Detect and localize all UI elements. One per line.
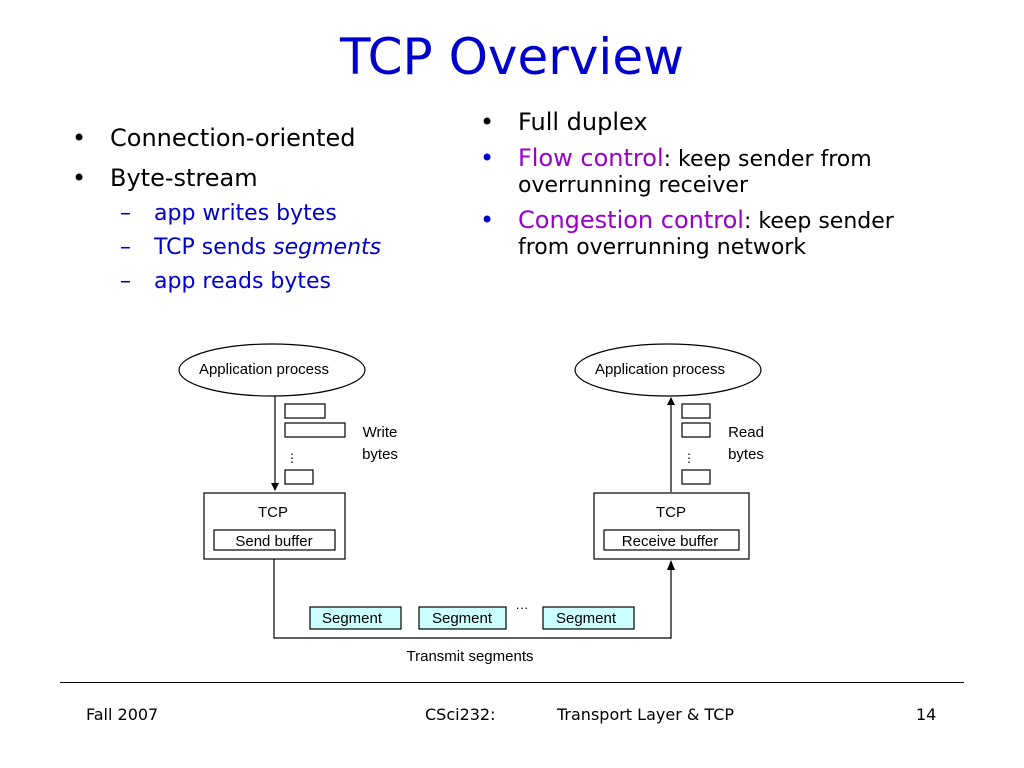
segment-ellipsis: ··· [516, 600, 529, 615]
write-vertical-ellipsis: ⋮ [286, 451, 298, 465]
bullet-text: Byte-stream [110, 164, 258, 192]
footer-page-number: 14 [916, 705, 937, 724]
left-tcp-label: TCP [258, 504, 288, 521]
send-buffer-label: Send buffer [235, 533, 312, 550]
write-byte-box [284, 422, 346, 438]
congestion-control-desc: : keep sender [743, 209, 894, 234]
transmit-arrowhead [667, 560, 675, 570]
congestion-control-term: Congestion control [518, 206, 744, 234]
flow-control-desc: : keep sender from [663, 147, 872, 172]
left-sub-item-2: – TCP sends segments [120, 235, 382, 260]
read-label-line1: Read [728, 424, 764, 441]
sub-bullet-text: TCP sends [154, 235, 274, 260]
right-app-process-ellipse [574, 343, 762, 397]
read-vertical-ellipsis: ⋮ [683, 451, 695, 465]
left-sub-item-3: – app reads bytes [72, 267, 472, 301]
bullet-text: Connection-oriented [110, 124, 356, 152]
footer-date: Fall 2007 [86, 705, 159, 724]
read-byte-box [681, 422, 711, 438]
bullet-text: Full duplex [518, 108, 648, 136]
segment-box [418, 606, 507, 630]
write-byte-box [284, 403, 326, 419]
segment-label: Segment [322, 610, 383, 627]
footer-course: CSci232: [425, 705, 496, 724]
left-app-process-label: Application process [199, 361, 329, 378]
right-bullet-item-2: • Flow control: keep sender from overrun… [480, 144, 872, 198]
footer-divider [60, 682, 964, 683]
right-tcp-label: TCP [656, 504, 686, 521]
slide-title: TCP Overview [340, 28, 684, 86]
left-bullet-item-2: • Byte-stream [72, 164, 258, 192]
write-label-line1: Write [363, 424, 398, 441]
read-label-line2: bytes [728, 446, 764, 463]
write-label-line2: bytes [362, 446, 398, 463]
congestion-control-desc-2: from overrunning network [518, 235, 807, 260]
sub-bullet-text: app reads bytes [154, 269, 332, 294]
write-byte-box [284, 469, 314, 485]
sub-bullet-text: app writes bytes [154, 201, 337, 226]
right-bullet-list: • Full duplex • Flow control: keep sende… [480, 108, 1000, 268]
send-buffer-box [213, 529, 336, 551]
read-byte-box [681, 469, 711, 485]
left-sub-item-1: – app writes bytes [72, 199, 472, 233]
segment-label: Segment [556, 610, 617, 627]
read-byte-box [681, 403, 711, 419]
left-bullet-list: • Connection-oriented • Byte-stream – ap… [72, 123, 472, 301]
segment-label: Segment [432, 610, 493, 627]
transmit-segments-label: Transmit segments [407, 648, 534, 665]
footer-topic: Transport Layer & TCP [557, 705, 735, 724]
segment-box [309, 606, 402, 630]
right-bullet-item-3: • Congestion control: keep sender from o… [480, 206, 894, 260]
right-app-process-label: Application process [595, 361, 725, 378]
left-app-process-ellipse [178, 343, 366, 397]
right-bullet-item-1: • Full duplex [480, 108, 648, 136]
transmit-path [273, 559, 672, 639]
left-bullet-item-1: • Connection-oriented [72, 124, 356, 152]
flow-control-term: Flow control [518, 144, 664, 172]
receive-buffer-box [603, 529, 740, 551]
receive-buffer-label: Receive buffer [622, 533, 718, 550]
flow-control-desc-2: overrunning receiver [518, 173, 749, 198]
segments-emphasis: segments [273, 235, 382, 260]
segment-box [542, 606, 635, 630]
